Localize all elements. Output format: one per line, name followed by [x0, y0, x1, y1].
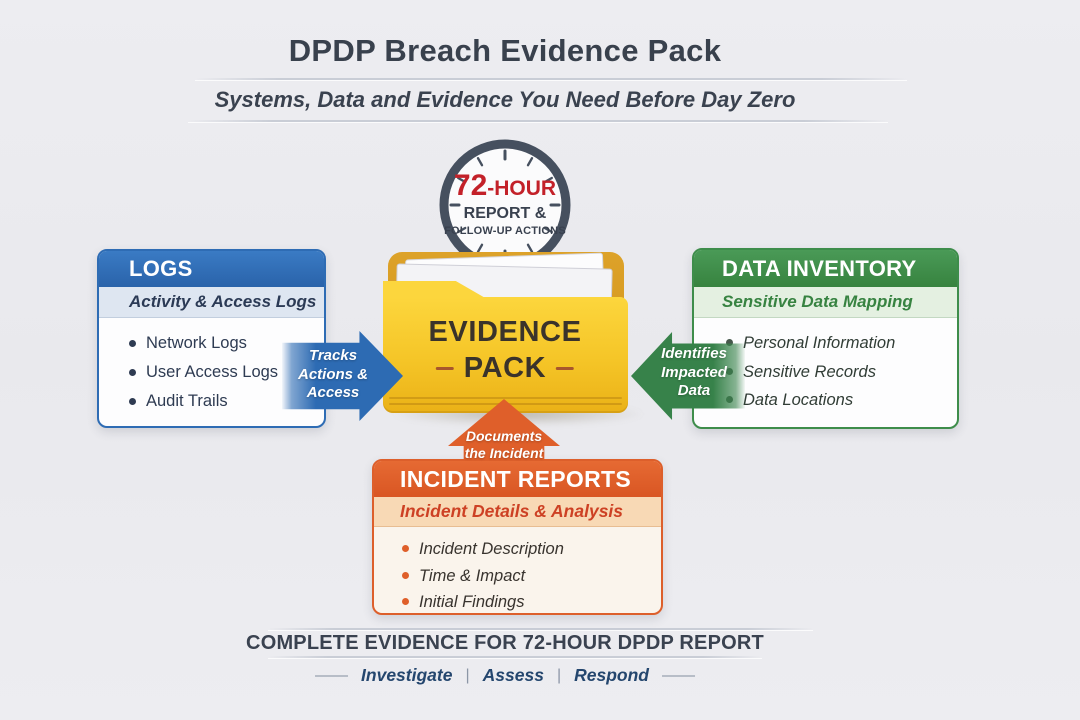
- folder-tab-icon: [383, 281, 487, 299]
- panel-logs: LOGS Activity & Access Logs Network Logs…: [97, 249, 326, 428]
- panel-incident-reports: INCIDENT REPORTS Incident Details & Anal…: [372, 459, 663, 615]
- step-separator: |: [465, 666, 470, 684]
- clock-badge-text: 72-HOUR REPORT & FOLLOW-UP ACTIONS: [437, 171, 573, 237]
- arrow-blue-line3: Access: [306, 384, 360, 401]
- divider-footer-bottom: [268, 656, 762, 658]
- divider-top: [195, 78, 907, 80]
- divider-footer-top: [268, 628, 813, 630]
- list-item: Audit Trails: [127, 387, 318, 416]
- data-inventory-title: DATA INVENTORY: [694, 250, 957, 287]
- arrow-green-line2: Impacted: [661, 363, 727, 381]
- arrow-orange-line1: Documents: [465, 428, 543, 444]
- clock-followup-label: FOLLOW-UP ACTIONS: [444, 225, 566, 237]
- list-item: Incident Description: [400, 536, 655, 563]
- panel-data-inventory: DATA INVENTORY Sensitive Data Mapping Pe…: [692, 248, 959, 429]
- clock-icon: 72-HOUR REPORT & FOLLOW-UP ACTIONS: [437, 137, 573, 273]
- list-item: Data Locations: [724, 386, 951, 415]
- incident-reports-subtitle: Incident Details & Analysis: [374, 497, 661, 527]
- folder-groove: [389, 397, 622, 399]
- arrow-blue-line1: Tracks: [308, 347, 358, 364]
- clock-hours-number: 72: [453, 169, 488, 202]
- arrow-green-line1: Identifies: [661, 345, 727, 362]
- list-item: User Access Logs: [127, 358, 318, 387]
- step-assess: Assess: [482, 665, 544, 685]
- step-investigate: Investigate: [361, 665, 453, 685]
- footer-steps: Investigate | Assess | Respond: [315, 665, 695, 686]
- data-inventory-items: Personal Information Sensitive Records D…: [694, 318, 957, 415]
- pack-left-dash: [435, 367, 454, 370]
- list-item: Network Logs: [127, 329, 318, 358]
- arrow-blue-line2: Actions &: [297, 365, 368, 383]
- list-item: Time & Impact: [400, 563, 655, 590]
- arrow-orange-label: Documents the Incident: [448, 428, 560, 461]
- step-respond: Respond: [574, 665, 649, 685]
- evidence-pack-label-line2-row: PACK: [435, 352, 575, 385]
- arrow-orange-line2: the Incident: [464, 444, 544, 461]
- evidence-pack-label-line2: PACK: [463, 352, 547, 384]
- folder-icon: [383, 297, 628, 413]
- arrow-green-label: Identifies Impacted Data: [648, 345, 740, 401]
- clock-report-label: REPORT &: [463, 205, 547, 222]
- page-title: DPDP Breach Evidence Pack: [288, 33, 722, 68]
- page-subtitle: Systems, Data and Evidence You Need Befo…: [214, 87, 796, 112]
- list-item: Personal Information: [724, 329, 951, 358]
- pack-right-dash: [556, 367, 575, 370]
- clock-hours-suffix: -HOUR: [487, 177, 557, 200]
- list-item: Initial Findings: [400, 589, 655, 613]
- footer-headline: COMPLETE EVIDENCE FOR 72-HOUR DPDP REPOR…: [246, 632, 764, 654]
- incident-reports-items: Incident Description Time & Impact Initi…: [374, 527, 661, 613]
- steps-left-dash: [315, 674, 349, 677]
- clock-72-hour-label: 72-HOUR: [437, 171, 573, 201]
- arrow-blue-label: Tracks Actions & Access: [284, 347, 382, 403]
- arrow-green-line3: Data: [677, 382, 711, 399]
- incident-reports-title: INCIDENT REPORTS: [374, 461, 661, 497]
- clock-face-icon: [439, 139, 571, 271]
- logs-subtitle: Activity & Access Logs: [99, 287, 324, 318]
- divider-subtitle: [188, 120, 888, 122]
- evidence-pack-label-line1: EVIDENCE: [428, 316, 582, 348]
- logs-title: LOGS: [99, 251, 324, 287]
- logs-items: Network Logs User Access Logs Audit Trai…: [99, 318, 324, 416]
- list-item: Sensitive Records: [724, 358, 951, 387]
- data-inventory-subtitle: Sensitive Data Mapping: [694, 287, 957, 318]
- steps-right-dash: [661, 674, 695, 677]
- step-separator: |: [556, 666, 562, 684]
